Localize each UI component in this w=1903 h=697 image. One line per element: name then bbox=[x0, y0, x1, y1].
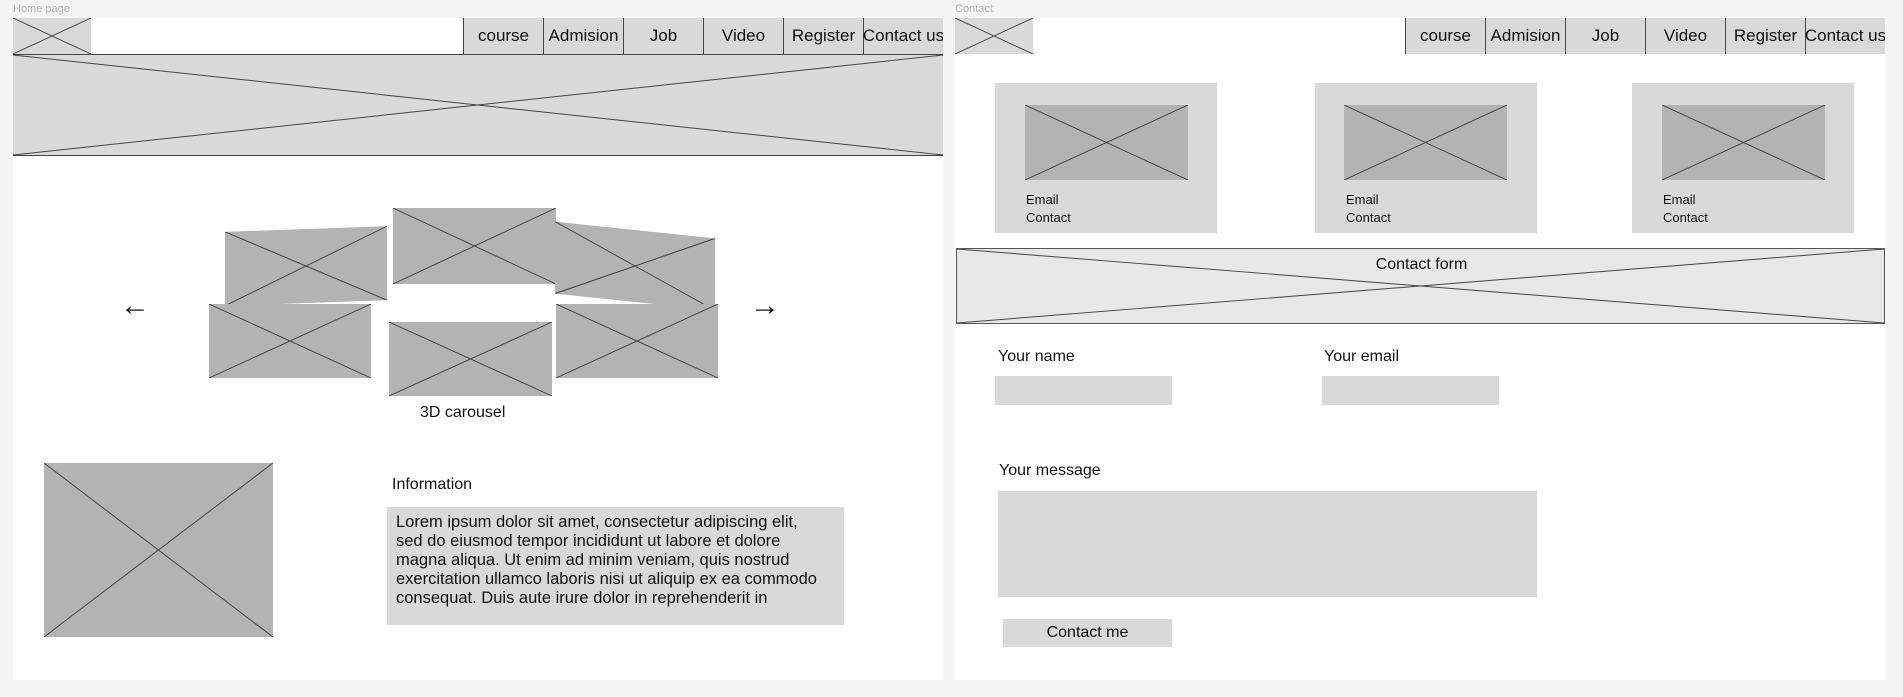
contact-card-image bbox=[1662, 105, 1825, 180]
message-textarea[interactable] bbox=[998, 491, 1537, 597]
name-input[interactable] bbox=[995, 376, 1172, 405]
contact-card-email: Email bbox=[1026, 192, 1059, 207]
contact-card: Email Contact bbox=[995, 83, 1217, 233]
nav-register[interactable]: Register bbox=[783, 18, 863, 54]
contact-card-email: Email bbox=[1663, 192, 1696, 207]
contact-card-image bbox=[1344, 105, 1507, 180]
carousel-slide-back-right[interactable] bbox=[555, 221, 715, 311]
nav-contact-us[interactable]: Contact us bbox=[863, 18, 943, 54]
frame-label-home: Home page bbox=[13, 3, 70, 15]
frame-label-contact: Contact bbox=[955, 3, 993, 15]
arrow-left-icon[interactable]: ← bbox=[120, 289, 150, 322]
logo-placeholder[interactable] bbox=[13, 18, 91, 54]
home-page-frame: course Admision Job Video Register Conta… bbox=[13, 18, 943, 680]
main-nav: course Admision Job Video Register Conta… bbox=[463, 18, 943, 54]
carousel-slide-front-right[interactable] bbox=[556, 304, 718, 378]
hero-banner-image bbox=[13, 54, 943, 156]
contact-page-frame: course Admision Job Video Register Conta… bbox=[955, 18, 1885, 680]
carousel-slide-back-center[interactable] bbox=[393, 208, 556, 284]
arrow-right-icon[interactable]: → bbox=[750, 289, 780, 322]
carousel-caption: 3D carousel bbox=[420, 404, 506, 421]
nav-course[interactable]: course bbox=[1405, 18, 1485, 54]
contact-card-contact: Contact bbox=[1026, 210, 1071, 225]
info-text-block: Lorem ipsum dolor sit amet, consectetur … bbox=[387, 507, 844, 625]
contact-card: Email Contact bbox=[1315, 83, 1537, 233]
info-heading: Information bbox=[392, 476, 473, 493]
message-label: Your message bbox=[999, 462, 1101, 479]
contact-card-email: Email bbox=[1346, 192, 1379, 207]
carousel-slide-front-left[interactable] bbox=[209, 304, 371, 378]
nav-contact-us[interactable]: Contact us bbox=[1805, 18, 1885, 54]
name-label: Your name bbox=[998, 348, 1075, 365]
contact-card: Email Contact bbox=[1632, 83, 1854, 233]
nav-job[interactable]: Job bbox=[1565, 18, 1645, 54]
logo-placeholder[interactable] bbox=[955, 18, 1033, 54]
nav-admision[interactable]: Admision bbox=[543, 18, 623, 54]
nav-job[interactable]: Job bbox=[623, 18, 703, 54]
contact-form-banner: Contact form bbox=[956, 248, 1885, 324]
email-label: Your email bbox=[1324, 348, 1400, 365]
carousel-slide-back-left[interactable] bbox=[225, 226, 387, 306]
contact-form-title: Contact form bbox=[1375, 256, 1468, 273]
contact-me-button[interactable]: Contact me bbox=[1003, 619, 1172, 647]
nav-admision[interactable]: Admision bbox=[1485, 18, 1565, 54]
nav-register[interactable]: Register bbox=[1725, 18, 1805, 54]
contact-card-contact: Contact bbox=[1346, 210, 1391, 225]
nav-video[interactable]: Video bbox=[1645, 18, 1725, 54]
carousel-slide-front-center[interactable] bbox=[389, 322, 552, 396]
contact-card-image bbox=[1025, 105, 1188, 180]
main-nav: course Admision Job Video Register Conta… bbox=[1405, 18, 1885, 54]
email-input[interactable] bbox=[1322, 376, 1499, 405]
nav-video[interactable]: Video bbox=[703, 18, 783, 54]
contact-card-contact: Contact bbox=[1663, 210, 1708, 225]
info-image bbox=[44, 463, 273, 637]
nav-course[interactable]: course bbox=[463, 18, 543, 54]
